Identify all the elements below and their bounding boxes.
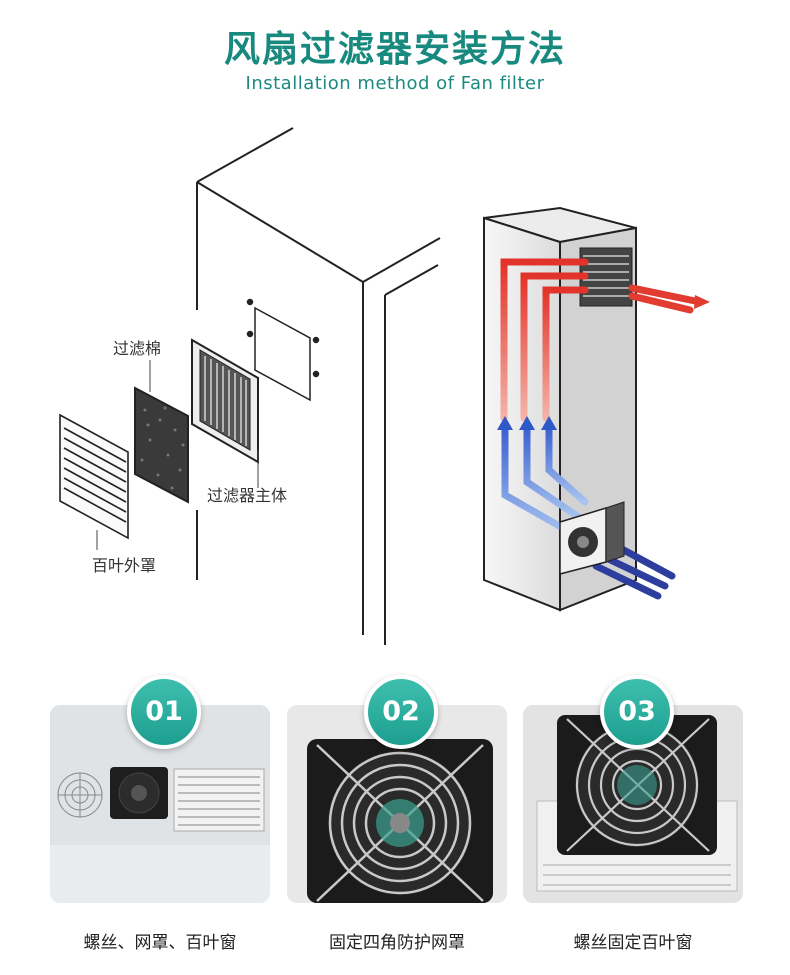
louver-cover-part [59,413,129,540]
intake-fan-filter [559,501,625,575]
label-leaders [96,360,259,550]
step-2-caption: 固定四角防护网罩 [329,933,465,953]
panel-cutout [246,298,320,402]
fan-icon [110,767,168,819]
filter-cotton-part [134,386,189,504]
filter-cotton-label: 过滤棉 [113,339,161,358]
louver-icon [173,768,265,832]
step-3-badge: 03 [600,675,674,749]
exhaust-grille [579,247,633,307]
step-3-caption: 螺丝固定百叶窗 [573,933,693,953]
filter-body-part [191,338,259,464]
fan-guard-icon [57,772,103,818]
louver-cover-label: 百叶外罩 [92,556,156,575]
step-1-badge: 01 [127,675,201,749]
hot-air-arrows [500,258,710,422]
step-2-badge: 02 [364,675,438,749]
filter-body-label: 过滤器主体 [207,486,287,505]
page-title: 风扇过滤器安装方法 [223,29,566,70]
cabinet-line-drawing [196,127,441,645]
step-1-caption: 螺丝、网罩、百叶窗 [83,933,237,953]
page-subtitle: Installation method of Fan filter [245,73,545,94]
installation-diagram: 过滤棉 过滤器主体 百叶外罩 [59,127,710,645]
